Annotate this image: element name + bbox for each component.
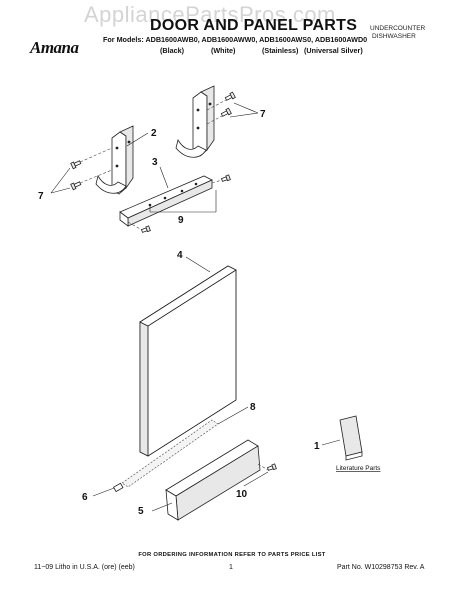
callout-4: 4	[177, 250, 183, 261]
door-panel	[139, 265, 237, 457]
litho-info: 11−09 Litho in U.S.A. (ore) (eeb)	[34, 564, 135, 571]
callout-7-upper: 7	[260, 109, 266, 120]
callout-9: 9	[178, 215, 184, 226]
callout-1: 1	[314, 441, 320, 452]
screws-upper-right	[206, 91, 236, 125]
callout-5: 5	[138, 506, 144, 517]
callout-10: 10	[236, 489, 248, 500]
callout-2: 2	[151, 128, 157, 139]
toe-kick-panel	[165, 439, 261, 521]
color-stainless: (Stainless)	[262, 46, 299, 55]
upper-right-bracket	[175, 85, 215, 158]
category-line-2: DISHWASHER	[372, 33, 416, 40]
color-black: (Black)	[160, 46, 184, 55]
ordering-note: FOR ORDERING INFORMATION REFER TO PARTS …	[138, 552, 326, 558]
mounting-rail	[119, 175, 213, 227]
screws-left	[70, 147, 113, 191]
color-white: (White)	[211, 46, 236, 55]
color-universal-silver: (Universal Silver)	[304, 46, 363, 55]
left-bracket	[95, 125, 134, 195]
literature-booklet	[339, 415, 363, 461]
literature-parts-label: Literature Parts	[336, 465, 381, 472]
part-number: Part No. W10298753 Rev. A	[337, 564, 425, 571]
page-title: DOOR AND PANEL PARTS	[150, 17, 358, 34]
clip	[112, 482, 124, 493]
callout-8: 8	[250, 402, 256, 413]
page-number: 1	[229, 564, 233, 571]
callout-7-left: 7	[38, 191, 44, 202]
category-line-1: UNDERCOUNTER	[370, 25, 426, 32]
models-line: For Models: ADB1600AWB0, ADB1600AWW0, AD…	[103, 35, 368, 44]
toe-kick-screw	[257, 463, 277, 471]
callout-6: 6	[82, 492, 88, 503]
callout-3: 3	[152, 157, 158, 168]
watermark: AppliancePartsPros.com	[84, 2, 336, 27]
rail-screws	[127, 174, 231, 233]
brand-logo: Amana	[30, 38, 79, 57]
